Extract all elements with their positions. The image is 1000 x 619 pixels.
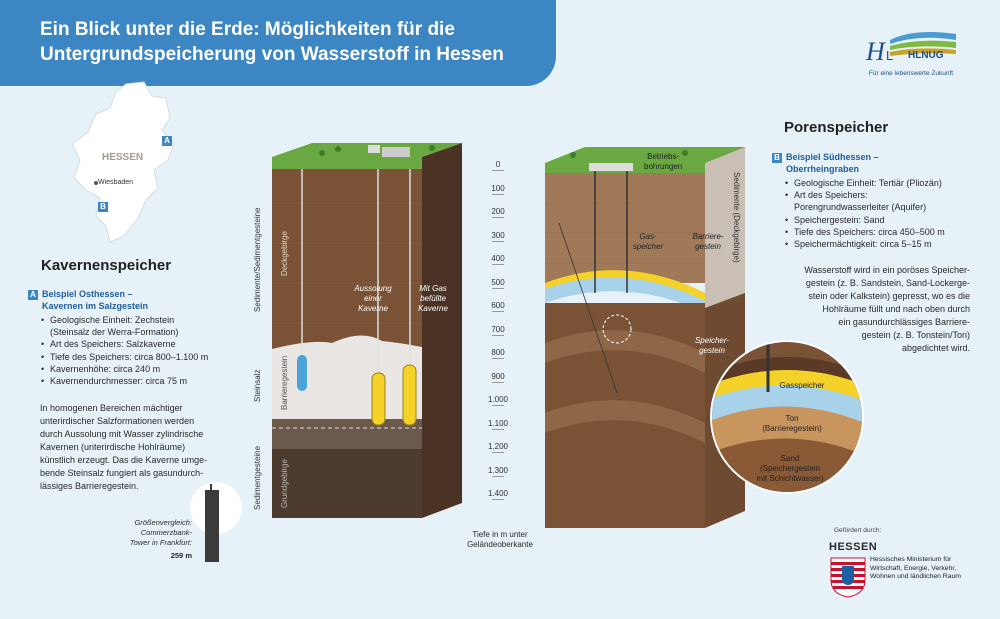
depth-tick: 1.300 — [487, 465, 509, 475]
depth-tick-line — [492, 264, 504, 265]
hessen-map-shape — [71, 81, 175, 243]
depth-tick-line — [492, 381, 504, 383]
kavernen-example-title: Beispiel Osthessen – — [42, 289, 133, 299]
size-comparison-label: Größenvergleich: Commerzbank- Tower in F… — [112, 518, 192, 561]
title-line-2: Untergrundspeicherung von Wasserstoff in… — [40, 44, 504, 65]
depth-tick-line — [492, 217, 504, 218]
depth-tick: 500 — [491, 277, 505, 287]
label-speicher: Speicher-gestein — [694, 336, 730, 355]
side-label-barriere: Barrieregestein — [280, 355, 289, 410]
tower-icon — [205, 490, 219, 562]
poren-bullet: Speichermächtigkeit: circa 5–15 m — [785, 238, 982, 250]
kavernen-badge: A — [28, 290, 38, 300]
side-label-sediment: Sedimente/Sedimentgesteine — [253, 207, 262, 312]
depth-tick-line — [492, 499, 504, 500]
kavernen-heading: Kavernenspeicher — [41, 257, 172, 274]
poren-bullet-cont: Porengrundwasserleiter (Aquifer) — [794, 202, 927, 213]
depth-tick-line — [492, 240, 504, 242]
title-banner: Ein Blick unter die Erde: Möglichkeiten … — [0, 0, 556, 86]
poren-badge: B — [772, 153, 782, 163]
map-city-label: Wiesbaden — [98, 179, 134, 186]
poren-example: B Beispiel Südhessen – Oberrheingraben Ge… — [772, 151, 982, 250]
depth-tick: 0 — [495, 160, 501, 169]
funding-state: HESSEN — [829, 541, 878, 553]
depth-tick-line — [492, 193, 504, 195]
poren-paragraph: Wasserstoff wird in ein poröses Speicher… — [804, 265, 970, 353]
depth-tick: 1.000 — [487, 395, 509, 404]
kavernen-bullet: Geologische Einheit: Zechstein — [41, 314, 243, 326]
side-label-poren: Sedimente (Deckgebirge) — [732, 172, 741, 263]
depth-tick: 800 — [491, 348, 505, 357]
kavernen-bullet: Kavernendurchmesser: circa 75 m — [41, 375, 243, 387]
depth-tick: 100 — [491, 183, 505, 193]
depth-axis: 0 100 200 300 400 500 600 700 800 900 1.000 1.100 1.… — [478, 160, 518, 520]
hlnug-logo-icon: H L — [865, 32, 956, 66]
kavernen-bullet: Tiefe des Speichers: circa 800–1.100 m — [41, 351, 243, 363]
hlnug-logo: H L HLNUG Für eine lebenswerte Zukunft — [864, 20, 960, 82]
title-line-1: Ein Blick unter die Erde: Möglichkeiten … — [40, 19, 455, 40]
poren-example-title: Beispiel Südhessen – — [786, 152, 879, 162]
svg-text:L: L — [886, 48, 893, 63]
depth-tick-line — [492, 287, 504, 289]
label-betrieb: Betriebs-bohrungen — [644, 152, 683, 171]
hessen-coat-of-arms-icon — [829, 556, 867, 598]
poren-bullet: Speichergestein: Sand — [785, 214, 982, 226]
depth-tick-line — [492, 428, 504, 430]
poren-bullet: Art des Speichers: — [785, 189, 982, 201]
side-label-grundgebirge: Grundgebirge — [280, 459, 289, 508]
map-marker-a: A — [162, 136, 172, 146]
side-label-deckgebirge: Deckgebirge — [280, 231, 289, 276]
magnifier-circle — [710, 340, 864, 494]
svg-text:H: H — [865, 37, 886, 64]
depth-tick: 600 — [491, 301, 505, 310]
depth-tick: 1.100 — [487, 418, 509, 428]
depth-tick: 900 — [491, 371, 505, 381]
depth-tick: 400 — [491, 254, 505, 263]
hessen-map: HESSEN Wiesbaden A B — [66, 78, 186, 248]
depth-tick-line — [492, 334, 504, 336]
depth-tick-line — [492, 452, 504, 453]
kavernen-bullet-cont: (Steinsalz der Werra-Formation) — [50, 327, 179, 338]
depth-tick: 300 — [491, 230, 505, 240]
funding-label: Gefördert durch: — [834, 527, 882, 534]
depth-tick: 700 — [491, 324, 505, 334]
depth-tick-line — [492, 405, 504, 406]
logo-slogan: Für eine lebenswerte Zukunft — [868, 70, 954, 77]
poren-heading: Porenspeicher — [784, 119, 889, 136]
poren-bullet: Tiefe des Speichers: circa 450–500 m — [785, 226, 982, 238]
depth-tick-line — [492, 170, 504, 171]
kavernen-example-subtitle: Kavernen im Salzgestein — [42, 301, 149, 311]
kavernen-example: A Beispiel Osthessen – Kavernen im Salzge… — [28, 288, 243, 387]
kavernen-bullet: Art des Speichers: Salzkaverne — [41, 338, 243, 350]
depth-tick-line — [492, 475, 504, 477]
logo-text: HLNUG — [908, 50, 944, 61]
depth-tick: 200 — [491, 207, 505, 216]
poren-bullet: Geologische Einheit: Tertiär (Pliozän) — [785, 177, 982, 189]
kavernen-block-diagram — [272, 143, 462, 543]
map-state-label: HESSEN — [102, 152, 144, 163]
label-gasspeicher: Gas-speicher — [632, 232, 664, 251]
depth-tick-line — [492, 358, 504, 359]
circle-gas-label: Gasspeicher — [779, 381, 825, 390]
side-label-sediment2: Sedimentgesteine — [253, 445, 262, 510]
depth-tick: 1.200 — [487, 442, 509, 451]
map-marker-b: B — [98, 202, 108, 212]
label-barriere: Barriere-gestein — [692, 232, 724, 251]
kavernen-paragraph: In homogenen Bereichen mächtiger unterir… — [40, 403, 208, 491]
tower-height: 259 m — [170, 551, 192, 560]
kavernen-bullet: Kavernenhöhe: circa 240 m — [41, 363, 243, 375]
poren-example-subtitle: Oberrheingraben — [786, 164, 860, 174]
circle-ton-label: Ton(Barrieregestein) — [762, 414, 822, 433]
depth-tick: 1.400 — [487, 489, 509, 498]
depth-tick-line — [492, 311, 504, 312]
side-label-steinsalz: Steinsalz — [253, 369, 262, 402]
